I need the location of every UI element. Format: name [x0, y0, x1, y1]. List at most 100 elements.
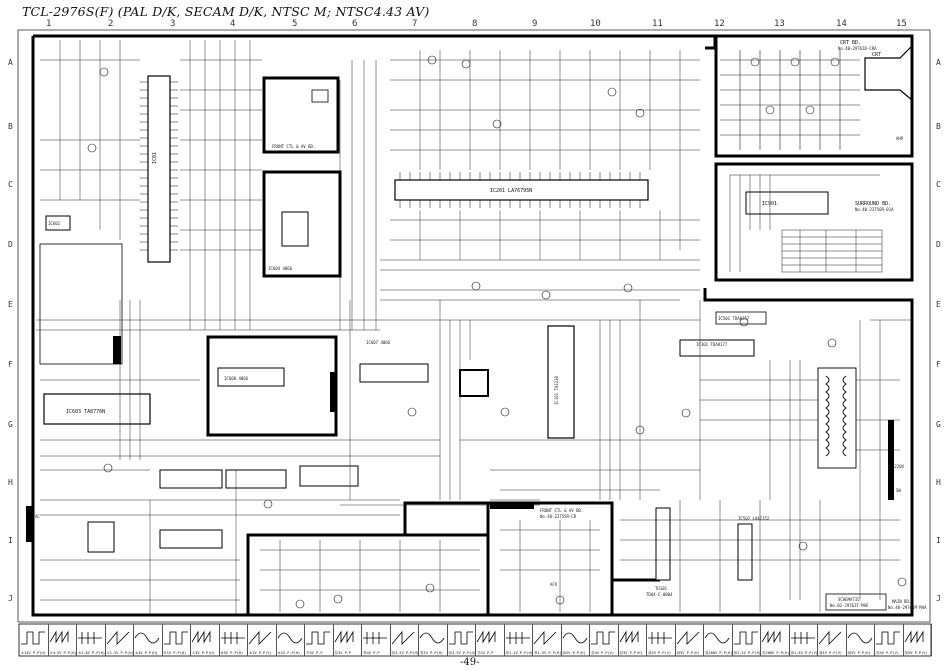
row-label: D: [8, 240, 13, 249]
waveform-trace-icon: [248, 630, 272, 645]
waveform-trace-icon: [49, 630, 68, 644]
waveform-label: ⑯4.5V P-P(H): [448, 651, 476, 655]
main-cpu-chip: [147, 75, 171, 263]
waveform-label: ㉚5V P-P(H): [847, 651, 871, 655]
waveform-cell: ⑤4V P-P(H): [133, 624, 163, 656]
waveform-trace-icon: [306, 631, 330, 645]
col-number: 9: [532, 19, 538, 29]
row-label: F: [8, 360, 13, 369]
waveform-cell: ㉚5V P-P(H): [846, 624, 875, 656]
crt-board-code: No.40-29761D-CRA: [838, 46, 877, 51]
waveform-trace-icon: [78, 632, 102, 644]
flyback-transformer: [817, 367, 857, 469]
schematic-label-title: SCHEMATIC: [838, 597, 860, 602]
waveform-label: ㉔5V P-P(H): [676, 651, 700, 655]
waveform-cell: ⑨1V P-P(V): [247, 624, 277, 656]
ic201-chip: [394, 179, 649, 201]
ic201-label: IC201 LA76795N: [490, 188, 532, 194]
ic607-chip: [359, 363, 429, 383]
waveform-label: ⑭4.5V P-P(H): [391, 651, 419, 655]
ac-label: AC: [35, 514, 40, 519]
waveform-label: ⑨1V P-P(V): [249, 651, 272, 655]
row-label: H: [8, 478, 13, 487]
ic602-chip: [45, 215, 71, 231]
ic901-chip: [745, 191, 829, 215]
switch-ic-1: [159, 469, 223, 489]
waveform-cell: ㉛4V P-P(V): [874, 624, 904, 656]
waveform-label: ⑫3V P-P: [334, 651, 352, 655]
waveform-cell: ⑰2V P-P: [475, 624, 505, 656]
row-label: B: [8, 122, 13, 131]
waveform-cell: ①14V P-P(H): [19, 624, 49, 656]
waveform-label: ⑬4V P-P: [363, 651, 380, 655]
crt-label: CRT: [872, 52, 881, 58]
waveform-cell: ③2.8V P-P(H): [76, 624, 106, 656]
waveform-label: ④1.5V P-P(H): [106, 651, 134, 655]
v220-label: +220V: [892, 464, 905, 469]
waveform-trace-icon: [619, 630, 638, 644]
waveform-trace-icon: [476, 630, 496, 644]
main-board-code: No.40-29761M-MAA: [888, 605, 927, 610]
waveform-cell: ㉘1.8V P-P(V): [789, 624, 818, 656]
waveform-label: ⑦3V P-P(H): [192, 651, 215, 655]
waveform-trace-icon: [505, 632, 530, 644]
ic301-chip: [679, 339, 755, 357]
col-number: 2: [108, 19, 114, 29]
ic502-chip: [737, 523, 753, 581]
waveform-trace-icon: [876, 631, 900, 645]
waveform-label: ㉘1.8V P-P(V): [790, 651, 818, 655]
outer-frame: [17, 29, 931, 623]
front-ctl-bottom-label: FRONT CTL & AV BD.: [540, 508, 583, 513]
waveform-trace-icon: [448, 631, 473, 645]
waveform-label: ㉜5V P-P(V): [904, 651, 928, 655]
waveform-trace-icon: [733, 631, 758, 645]
row-label: I: [8, 536, 13, 545]
waveform-strip: ①14V P-P(H)②4.5V P-P(H)③2.8V P-P(H)④1.5V…: [19, 624, 932, 656]
front-ctl-bottom-code: No.40-23755R-CR: [540, 514, 577, 519]
front-ctl-board-bottom: [486, 501, 614, 617]
delay-line-block: [459, 369, 489, 397]
sw-label: SW: [896, 488, 901, 493]
row-label: F: [936, 360, 941, 369]
waveform-label: ⑳2V P-P(H): [562, 651, 586, 655]
waveform-trace-icon: [591, 631, 615, 645]
waveform-label: ㉖3.5V P-P(H): [733, 651, 761, 655]
schematic-title: TCL-2976S(F) (PAL D/K, SECAM D/K, NTSC M…: [22, 4, 430, 19]
switch-ic-3: [225, 469, 287, 489]
row-label: J: [936, 594, 941, 603]
ic608-chip: [217, 367, 285, 387]
col-number: 1: [46, 19, 52, 29]
waveform-trace-icon: [21, 631, 45, 645]
waveform-trace-icon: [191, 630, 211, 644]
main-cpu-pins: [140, 81, 178, 251]
front-ctl-board-top: [262, 76, 340, 154]
waveform-label: ㉛4V P-P(V): [876, 651, 900, 655]
ic101-label: IC101 TA1238: [554, 376, 559, 405]
waveform-trace-icon: [363, 632, 387, 644]
waveform-cell: ⑳2V P-P(H): [561, 624, 590, 656]
waveform-label: ②4.5V P-P(H): [49, 651, 77, 655]
ic101-chip: [547, 325, 575, 439]
waveform-trace-icon: [904, 630, 923, 644]
waveform-trace-icon: [704, 632, 730, 644]
waveform-trace-icon: [220, 632, 245, 644]
waveform-trace-icon: [761, 630, 781, 644]
waveform-label: ⑤4V P-P(H): [135, 651, 158, 655]
surround-board-code: No.40-23756R-01A: [855, 207, 894, 212]
row-label: E: [8, 300, 13, 309]
tuner-box: [655, 507, 671, 581]
ic901-label: IC901: [762, 201, 777, 207]
waveform-label: ㉒3V P-P(H): [619, 651, 643, 655]
waveform-cell: ㉕200V P-P(H): [703, 624, 733, 656]
col-number: 6: [352, 19, 358, 29]
waveform-label: ㉙1V P-P(V): [819, 651, 843, 655]
switch-ic-2: [159, 529, 223, 549]
crt-board-circuit: [720, 50, 860, 150]
waveform-strip-frame: [18, 623, 932, 657]
row-label: E: [936, 300, 941, 309]
waveform-trace-icon: [334, 630, 353, 644]
ic301-label: IC301 TDA8177: [696, 342, 728, 347]
waveform-label: ㉕200V P-P(H): [705, 651, 733, 655]
row-label: D: [936, 240, 941, 249]
crt-board: [714, 34, 914, 158]
